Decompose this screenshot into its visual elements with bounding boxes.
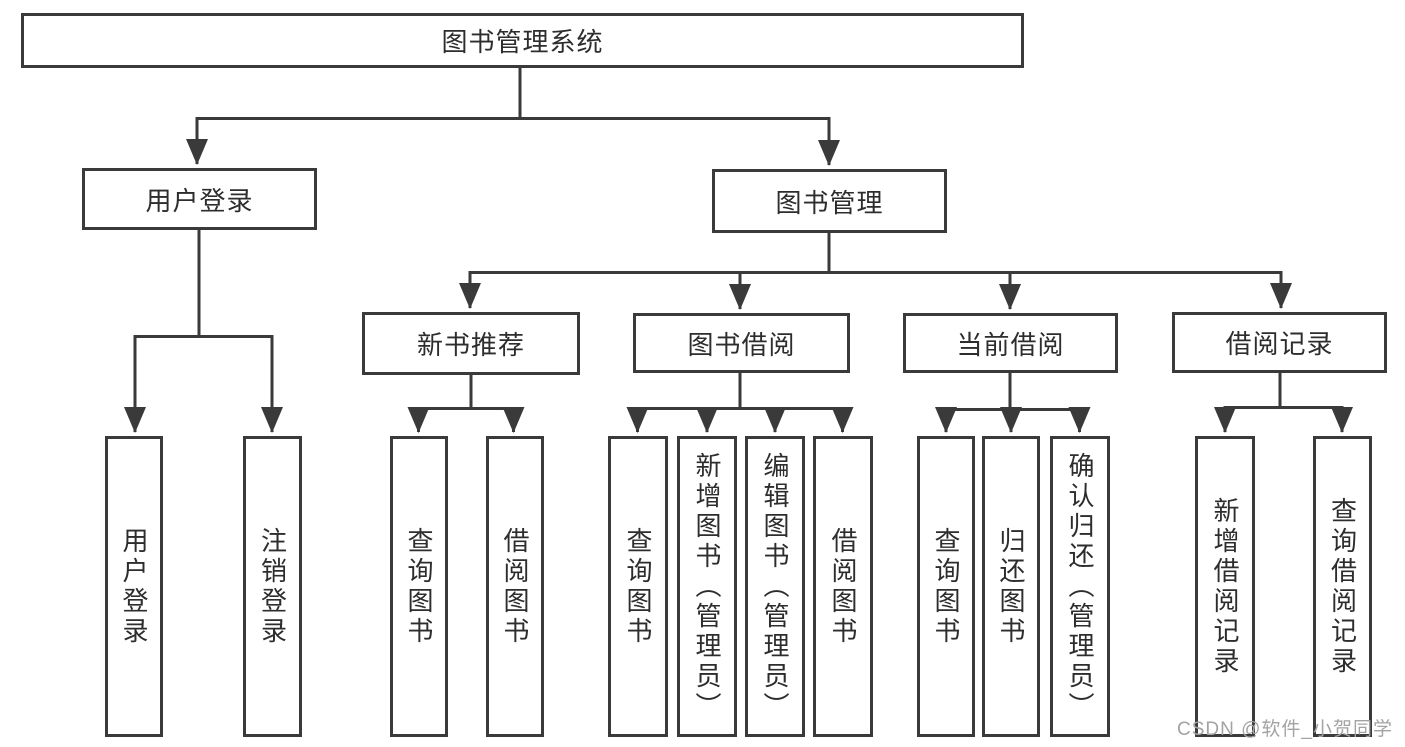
node-book-borrow: 图书借阅 (633, 313, 850, 373)
leaf-borrow-add-books-admin: 新增图书（管理员） (677, 436, 737, 737)
watermark: CSDN @软件_小贺同学 (1177, 719, 1393, 740)
leaf-borrow-borrow-books-label: 借阅图书 (828, 526, 858, 647)
leaf-borrow-query-books: 查询图书 (608, 436, 668, 737)
leaf-borrow-borrow-books: 借阅图书 (813, 436, 873, 737)
leaf-records-add-record-label: 新增借阅记录 (1210, 496, 1240, 677)
node-root-label: 图书管理系统 (441, 27, 604, 57)
leaf-current-return-books-label: 归还图书 (996, 526, 1026, 647)
node-user-login-label: 用户登录 (145, 185, 254, 216)
leaf-records-query-record-label: 查询借阅记录 (1327, 496, 1358, 677)
node-book-management: 图书管理 (712, 169, 947, 233)
node-user-login: 用户登录 (82, 168, 317, 230)
leaf-user-login: 用户登录 (105, 436, 163, 737)
leaf-borrow-add-books-admin-label: 新增图书（管理员） (692, 451, 722, 722)
node-new-book-recommend-label: 新书推荐 (416, 330, 525, 360)
leaf-current-return-books: 归还图书 (982, 436, 1040, 737)
leaf-current-query-books-label: 查询图书 (931, 526, 961, 647)
node-book-borrow-label: 图书借阅 (687, 329, 796, 360)
leaf-newbook-borrow-books: 借阅图书 (486, 436, 544, 737)
node-borrow-records: 借阅记录 (1172, 312, 1387, 373)
node-root: 图书管理系统 (21, 13, 1024, 68)
leaf-borrow-query-books-label: 查询图书 (623, 526, 653, 647)
leaf-newbook-borrow-books-label: 借阅图书 (500, 526, 530, 647)
node-current-borrow-label: 当前借阅 (956, 329, 1065, 360)
leaf-newbook-query-books-label: 查询图书 (404, 526, 434, 647)
leaf-logout-label: 注销登录 (257, 526, 288, 647)
leaf-records-query-record: 查询借阅记录 (1313, 436, 1372, 737)
leaf-logout: 注销登录 (243, 436, 302, 737)
leaf-current-query-books: 查询图书 (917, 436, 975, 737)
leaf-newbook-query-books: 查询图书 (390, 436, 448, 737)
node-book-management-label: 图书管理 (775, 187, 884, 218)
leaf-current-confirm-return-admin-label: 确认归还（管理员） (1065, 451, 1095, 722)
leaf-records-add-record: 新增借阅记录 (1195, 436, 1255, 737)
node-borrow-records-label: 借阅记录 (1225, 329, 1334, 359)
leaf-borrow-edit-books-admin: 编辑图书（管理员） (745, 436, 805, 737)
leaf-current-confirm-return-admin: 确认归还（管理员） (1050, 436, 1110, 737)
node-new-book-recommend: 新书推荐 (362, 312, 580, 375)
node-current-borrow: 当前借阅 (903, 313, 1118, 373)
leaf-user-login-label: 用户登录 (119, 526, 149, 647)
leaf-borrow-edit-books-admin-label: 编辑图书（管理员） (760, 451, 790, 722)
